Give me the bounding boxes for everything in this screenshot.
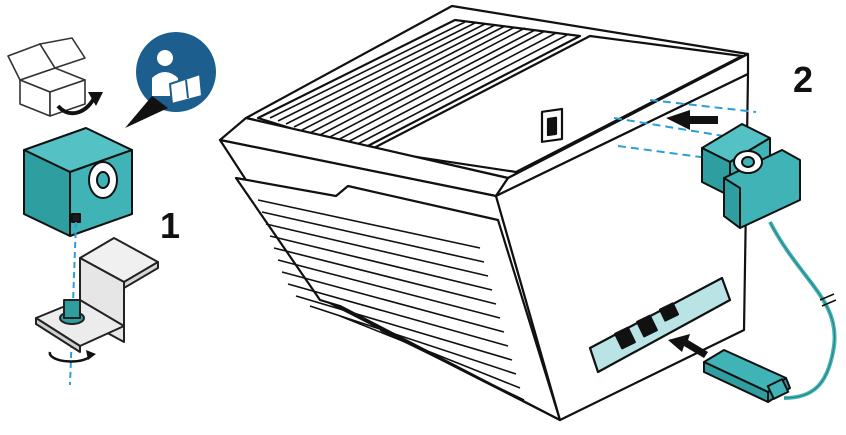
usb-connector xyxy=(704,350,790,402)
step-number-1: 1 xyxy=(160,208,180,244)
read-manual-icon xyxy=(136,32,216,112)
open-box-icon xyxy=(8,38,85,116)
step-number-2: 2 xyxy=(793,62,813,98)
usb-cable xyxy=(770,222,835,398)
mounting-bracket xyxy=(36,238,158,352)
printer-illustration xyxy=(220,6,748,420)
teal-sensor-block xyxy=(24,128,132,236)
